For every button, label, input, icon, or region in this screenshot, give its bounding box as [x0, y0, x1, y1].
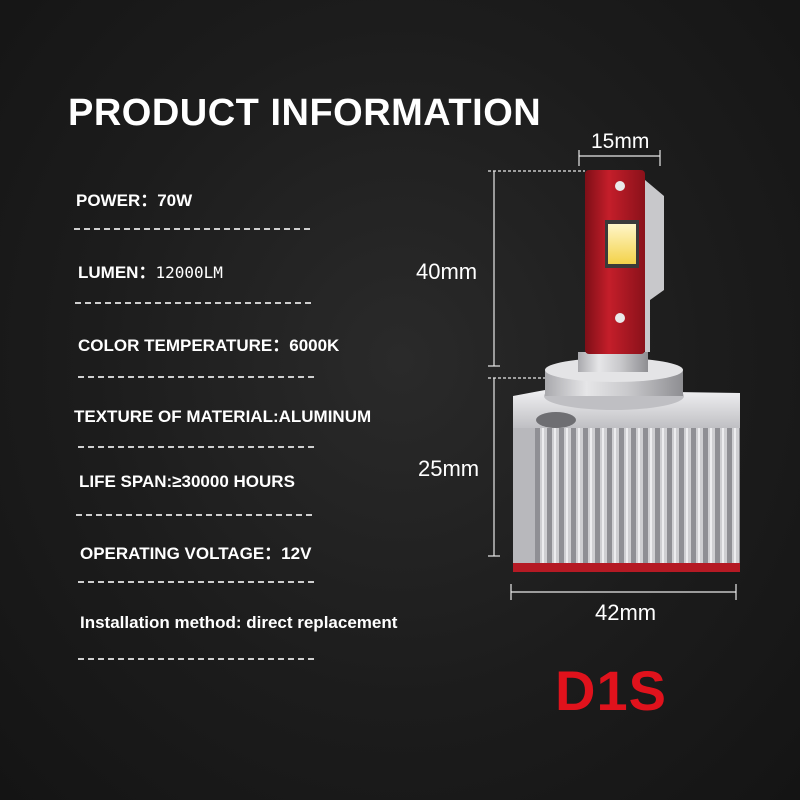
divider: [76, 514, 312, 516]
dimension-height-top: 40mm: [416, 259, 478, 284]
spec-lumen: LUMEN：12000LM: [78, 258, 223, 283]
divider: [75, 302, 311, 304]
spec-life-span: LIFE SPAN:≥30000 HOURS: [79, 472, 295, 491]
bulb-collar: [544, 352, 684, 410]
spec-material: TEXTURE OF MATERIAL:ALUMINUM: [74, 407, 372, 426]
dimension-height-base: 25mm: [418, 456, 480, 481]
spec-lumen-label: LUMEN：: [78, 263, 156, 282]
dimension-width-top: 15mm: [591, 130, 650, 153]
spec-power: POWER：70W: [76, 191, 193, 210]
divider: [74, 228, 310, 230]
spec-lumen-value: 12000LM: [155, 263, 223, 282]
page-title: PRODUCT INFORMATION: [68, 92, 542, 134]
divider: [78, 581, 314, 583]
led-tower: [585, 170, 664, 354]
spec-color-temperature: COLOR TEMPERATURE：6000K: [78, 336, 340, 355]
divider: [78, 446, 314, 448]
divider: [78, 658, 314, 660]
divider: [78, 376, 314, 378]
dimension-width-base: 42mm: [595, 600, 657, 625]
heat-sink: [513, 390, 740, 572]
spec-installation: Installation method: direct replacement: [80, 613, 398, 632]
dimension-lines: [488, 150, 737, 600]
model-label: D1S: [555, 659, 667, 722]
spec-voltage: OPERATING VOLTAGE：12V: [80, 544, 312, 563]
